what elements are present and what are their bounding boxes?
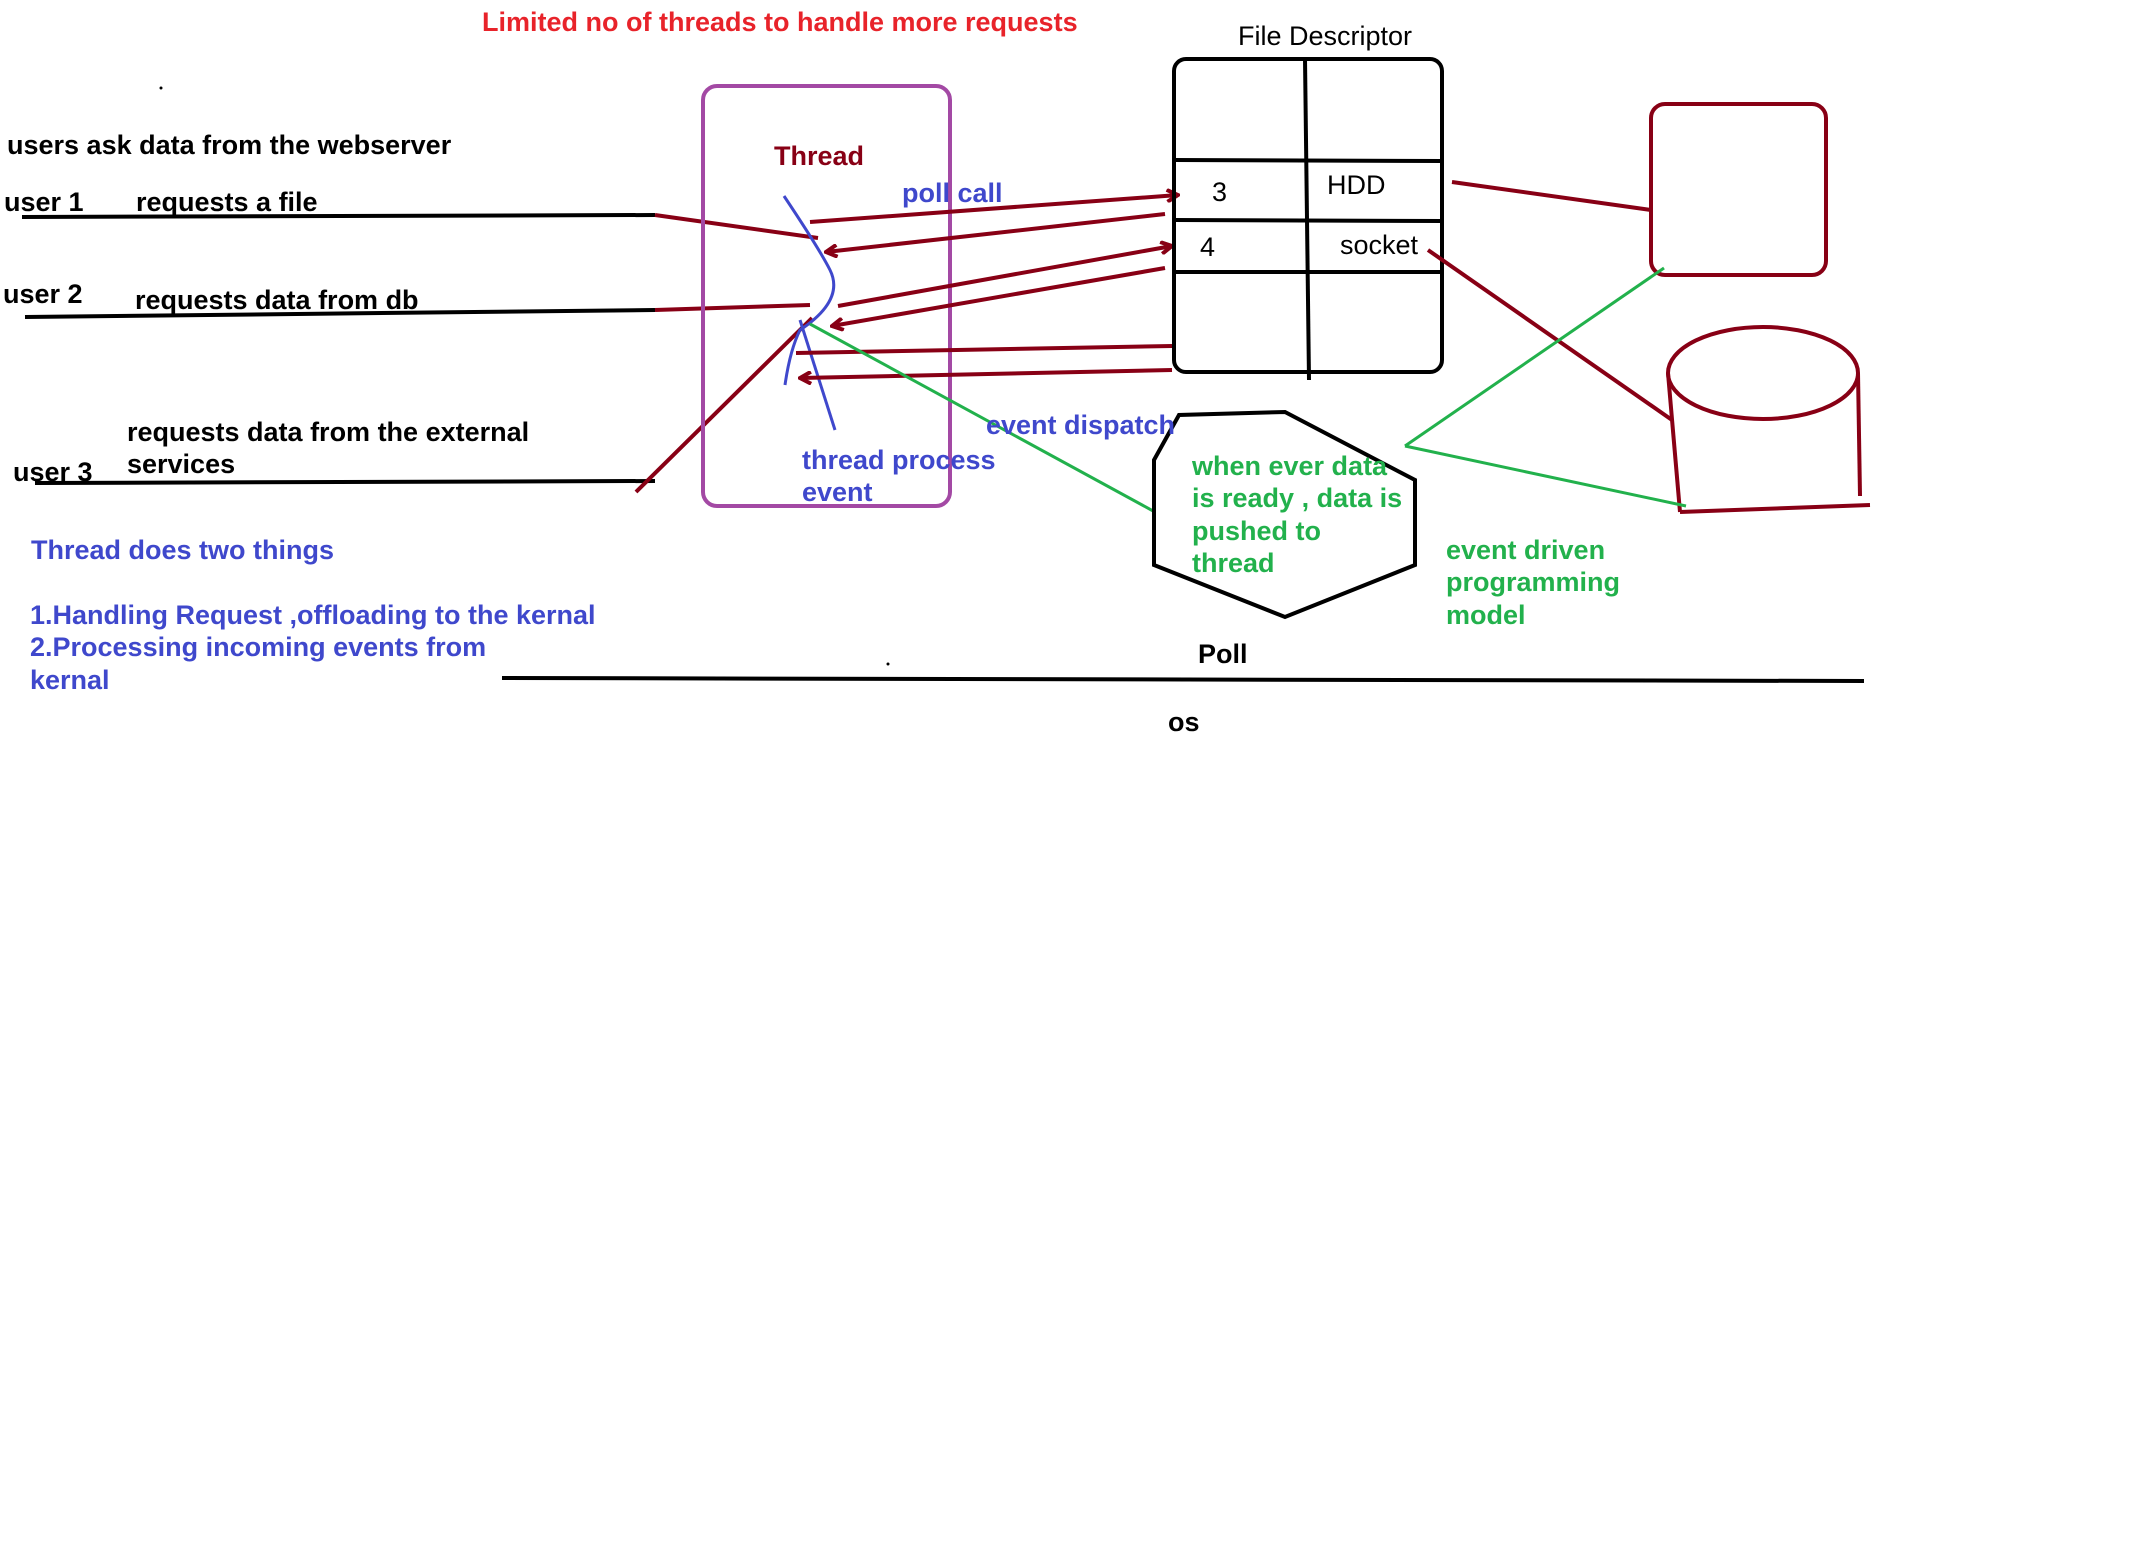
thread-box [701, 84, 952, 508]
device-connectors [1426, 180, 1674, 422]
fd-4-resource: socket [1340, 230, 1419, 260]
user-2-line [24, 303, 811, 319]
stray-dot [159, 86, 163, 90]
poll-label: Poll [1198, 639, 1248, 669]
thread-process-line2: event [802, 477, 873, 507]
user-1-line [21, 213, 819, 240]
poll-call-label: poll call [902, 178, 1003, 208]
model-line1: event driven [1446, 535, 1606, 565]
fd-4: 4 [1200, 232, 1216, 262]
user-1-label: user 1 [4, 187, 84, 217]
notes-item-2-line1: 2.Processing incoming events from [30, 632, 487, 662]
diagram-title: Limited no of threads to handle more req… [482, 7, 1078, 37]
os-line [501, 676, 1865, 683]
user-2-request: requests data from db [135, 285, 419, 315]
file-descriptor-title: File Descriptor [1238, 21, 1413, 51]
user-2-label: user 2 [3, 279, 83, 309]
user-3-request-line2: services [127, 449, 236, 479]
event-connectors [809, 266, 1687, 514]
fd-3: 3 [1212, 177, 1228, 207]
database-cylinder [1666, 325, 1871, 514]
hexagon-line2: is ready , data is [1192, 483, 1403, 513]
hexagon-line1: when ever data [1192, 451, 1388, 481]
os-label: os [1168, 707, 1200, 737]
thread-strand [782, 195, 837, 431]
event-hexagon [1152, 409, 1417, 620]
poll-arrows [795, 195, 1178, 378]
model-line3: model [1446, 600, 1526, 630]
stray-dot [886, 662, 890, 666]
notes-item-1: 1.Handling Request ,offloading to the ke… [30, 600, 596, 630]
notes-item-2-line2: kernal [30, 665, 110, 695]
model-line2: programming [1446, 567, 1621, 597]
hexagon-line4: thread [1192, 548, 1275, 578]
fd-3-resource: HDD [1327, 170, 1386, 200]
intro-text: users ask data from the webserver [7, 130, 452, 160]
event-dispatch-label: event dispatch [986, 410, 1176, 440]
notes-heading: Thread does two things [31, 535, 335, 565]
hdd-device [1649, 102, 1828, 277]
thread-process-line1: thread process [802, 445, 996, 475]
user-3-label: user 3 [13, 457, 93, 487]
user-3-request-line1: requests data from the external [127, 417, 530, 447]
thread-label: Thread [774, 141, 865, 171]
user-3-line [34, 316, 814, 494]
file-descriptor-table [1172, 57, 1444, 381]
user-1-request: requests a file [136, 187, 318, 217]
hexagon-line3: pushed to [1192, 516, 1321, 546]
